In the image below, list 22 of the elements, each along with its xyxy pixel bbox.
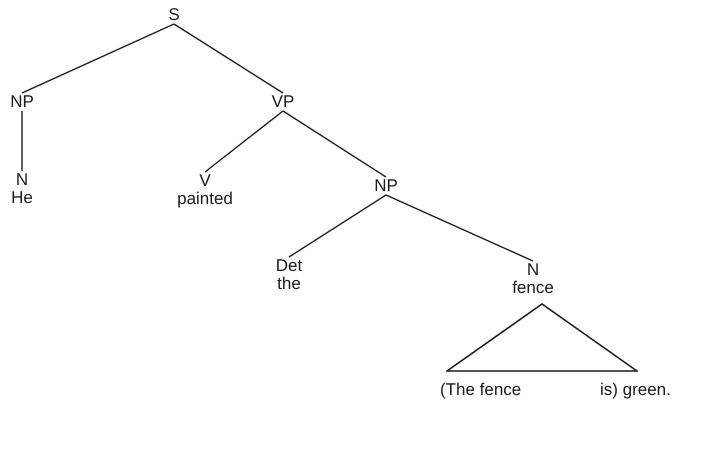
tree-branch bbox=[282, 110, 386, 178]
category-label: NP bbox=[10, 93, 34, 111]
word-label: fence bbox=[512, 279, 554, 297]
word-label: the bbox=[277, 275, 301, 293]
tree-branch bbox=[288, 194, 386, 258]
tree-branch bbox=[204, 110, 284, 173]
tree-branch bbox=[22, 23, 174, 94]
category-label: VP bbox=[272, 93, 294, 111]
triangle-shape bbox=[446, 303, 638, 372]
category-label: N bbox=[526, 261, 540, 279]
word-label: painted bbox=[177, 190, 233, 208]
tree-branch bbox=[174, 23, 284, 94]
phrase-text: is) green. bbox=[600, 381, 671, 399]
category-label: Det bbox=[276, 257, 302, 275]
tree-branch bbox=[21, 111, 23, 171]
phrase-text: (The fence bbox=[440, 381, 522, 399]
tree-branch bbox=[386, 194, 534, 262]
word-label: He bbox=[11, 189, 33, 207]
category-label: V bbox=[199, 172, 211, 190]
category-label: N bbox=[16, 171, 28, 189]
category-label: NP bbox=[374, 177, 398, 195]
category-label: S bbox=[168, 6, 180, 24]
